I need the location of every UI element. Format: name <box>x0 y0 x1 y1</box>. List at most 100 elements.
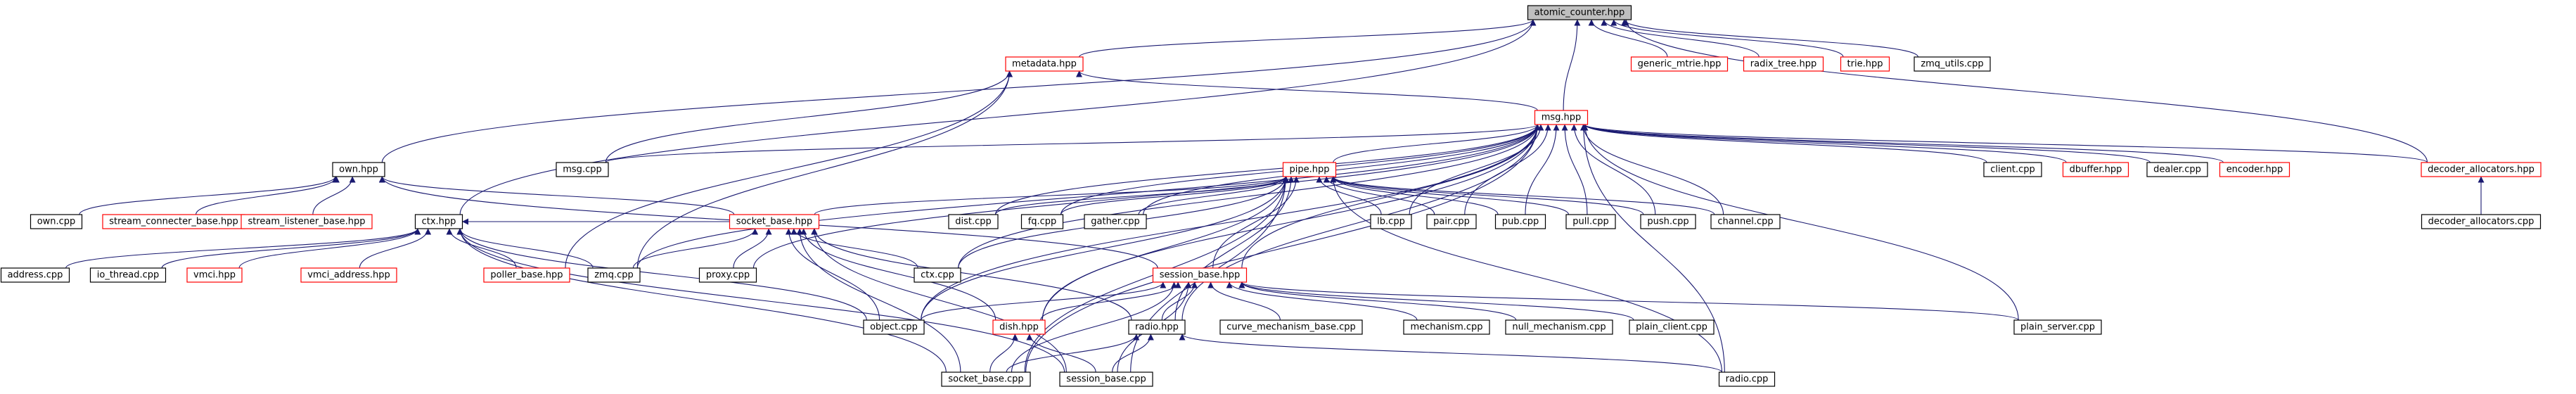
node-stream-listener[interactable]: stream_listener_base.hpp <box>241 214 373 229</box>
node-plain-client[interactable]: plain_client.cpp <box>1629 319 1715 335</box>
edge-pipe-to-msg <box>1333 124 1541 163</box>
node-generic-mtrie[interactable]: generic_mtrie.hpp <box>1630 56 1729 72</box>
edge-zmq-to-metadata <box>636 70 1013 269</box>
edge-session-base-cpp-to-radio-hpp <box>1112 333 1154 373</box>
node-zmq-utils[interactable]: zmq_utils.cpp <box>1914 56 1991 72</box>
node-ctx[interactable]: ctx.hpp <box>414 214 463 229</box>
edge-own-to-atomic-counter <box>381 19 1537 163</box>
node-proxy[interactable]: proxy.cpp <box>698 267 757 283</box>
node-pub[interactable]: pub.cpp <box>1494 214 1546 229</box>
edge-radio-cpp-to-msg <box>1580 124 1725 373</box>
edge-stream-connecter-to-own <box>196 176 340 215</box>
node-encoder[interactable]: encoder.hpp <box>2219 162 2290 177</box>
node-box <box>2421 162 2542 177</box>
node-metadata[interactable]: metadata.hpp <box>1005 56 1084 72</box>
node-label: session_base.hpp <box>1160 270 1241 281</box>
node-decoder-allocators-hpp[interactable]: decoder_allocators.hpp <box>2421 162 2542 177</box>
node-pipe[interactable]: pipe.hpp <box>1282 162 1337 177</box>
node-null-mechanism[interactable]: null_mechanism.cpp <box>1505 319 1613 335</box>
node-label: mechanism.cpp <box>1410 322 1482 333</box>
node-decoder-allocators-cpp[interactable]: decoder_allocators.cpp <box>2421 214 2542 229</box>
edge-zmq-to-socket-base <box>632 228 759 269</box>
edge-address-to-ctx <box>65 228 421 269</box>
node-dealer[interactable]: dealer.cpp <box>2146 162 2208 177</box>
node-box <box>992 319 1046 335</box>
node-lb[interactable]: lb.cpp <box>1370 214 1412 229</box>
edge-socket-base-cpp-to-ctx <box>456 228 947 373</box>
node-label: encoder.hpp <box>2226 165 2283 175</box>
node-box <box>186 267 243 283</box>
edge-generic-mtrie-to-atomic-counter <box>1588 19 1668 58</box>
edge-socket-base-cpp-to-session-base <box>1011 281 1177 373</box>
node-box <box>1565 214 1616 229</box>
node-object[interactable]: object.cpp <box>863 319 925 335</box>
node-msg-cpp[interactable]: msg.cpp <box>556 162 609 177</box>
node-zmq[interactable]: zmq.cpp <box>587 267 641 283</box>
node-label: dish.hpp <box>999 322 1039 333</box>
node-box <box>729 214 820 229</box>
node-address[interactable]: address.cpp <box>0 267 70 283</box>
node-label: pub.cpp <box>1502 217 1539 227</box>
node-label: metadata.hpp <box>1012 59 1077 70</box>
node-radix-tree[interactable]: radix_tree.hpp <box>1743 56 1824 72</box>
node-gather[interactable]: gather.cpp <box>1084 214 1147 229</box>
edge-dbuffer-to-msg <box>1582 124 2067 163</box>
node-curve-mechanism[interactable]: curve_mechanism_base.cpp <box>1219 319 1363 335</box>
node-plain-server[interactable]: plain_server.cpp <box>2013 319 2102 335</box>
node-pair[interactable]: pair.cpp <box>1426 214 1477 229</box>
node-box <box>414 214 463 229</box>
node-session-base-cpp[interactable]: session_base.cpp <box>1059 371 1153 387</box>
node-box <box>1084 214 1147 229</box>
node-radio-hpp[interactable]: radio.hpp <box>1128 319 1186 335</box>
edge-layer <box>65 19 2485 373</box>
node-box <box>1494 214 1546 229</box>
node-mechanism[interactable]: mechanism.cpp <box>1403 319 1490 335</box>
node-trie[interactable]: trie.hpp <box>1840 56 1890 72</box>
node-vmci[interactable]: vmci.hpp <box>186 267 243 283</box>
edge-session-base-cpp-to-dish <box>1026 333 1096 373</box>
node-channel[interactable]: channel.cpp <box>1710 214 1781 229</box>
node-own[interactable]: own.hpp <box>332 162 385 177</box>
edge-socket-base-cpp-to-msg <box>1025 124 1541 373</box>
node-box <box>1505 319 1613 335</box>
node-socket-base[interactable]: socket_base.hpp <box>729 214 820 229</box>
node-label: radio.hpp <box>1135 322 1179 333</box>
node-push[interactable]: push.cpp <box>1640 214 1696 229</box>
node-session-base[interactable]: session_base.hpp <box>1152 267 1248 283</box>
node-box <box>587 267 641 283</box>
node-box <box>556 162 609 177</box>
node-own-cpp[interactable]: own.cpp <box>30 214 83 229</box>
edge-session-base-to-msg <box>1241 124 1541 269</box>
node-box <box>1020 214 1064 229</box>
node-poller-base[interactable]: poller_base.hpp <box>483 267 570 283</box>
node-pull[interactable]: pull.cpp <box>1565 214 1616 229</box>
node-radio-cpp[interactable]: radio.cpp <box>1718 371 1776 387</box>
node-vmci-address[interactable]: vmci_address.hpp <box>300 267 397 283</box>
node-label: own.cpp <box>37 217 76 227</box>
node-io-thread[interactable]: io_thread.cpp <box>89 267 167 283</box>
node-client[interactable]: client.cpp <box>1983 162 2042 177</box>
node-box <box>1630 56 1729 72</box>
edge-pair-to-pipe <box>1323 176 1435 215</box>
edge-msg-to-metadata <box>1076 70 1538 111</box>
node-box <box>1128 319 1186 335</box>
node-dbuffer[interactable]: dbuffer.hpp <box>2062 162 2129 177</box>
node-socket-base-cpp[interactable]: socket_base.cpp <box>941 371 1031 387</box>
edge-poller-base-to-ctx <box>446 228 517 269</box>
node-box <box>1005 56 1084 72</box>
edge-vmci-to-ctx <box>238 228 421 269</box>
node-label: socket_base.cpp <box>948 374 1023 385</box>
node-stream-connecter[interactable]: stream_connecter_base.hpp <box>102 214 245 229</box>
node-label: trie.hpp <box>1847 59 1883 70</box>
node-dist[interactable]: dist.cpp <box>948 214 999 229</box>
node-label: ctx.cpp <box>921 270 954 281</box>
node-atomic-counter[interactable]: atomic_counter.hpp <box>1527 5 1632 20</box>
edge-object-to-ctx <box>456 228 867 321</box>
node-ctx-cpp[interactable]: ctx.cpp <box>914 267 961 283</box>
node-dish[interactable]: dish.hpp <box>992 319 1046 335</box>
edge-channel-to-msg <box>1579 124 1724 215</box>
node-msg[interactable]: msg.hpp <box>1534 110 1589 125</box>
edge-dist-to-pipe <box>994 176 1289 215</box>
node-fq[interactable]: fq.cpp <box>1020 214 1064 229</box>
